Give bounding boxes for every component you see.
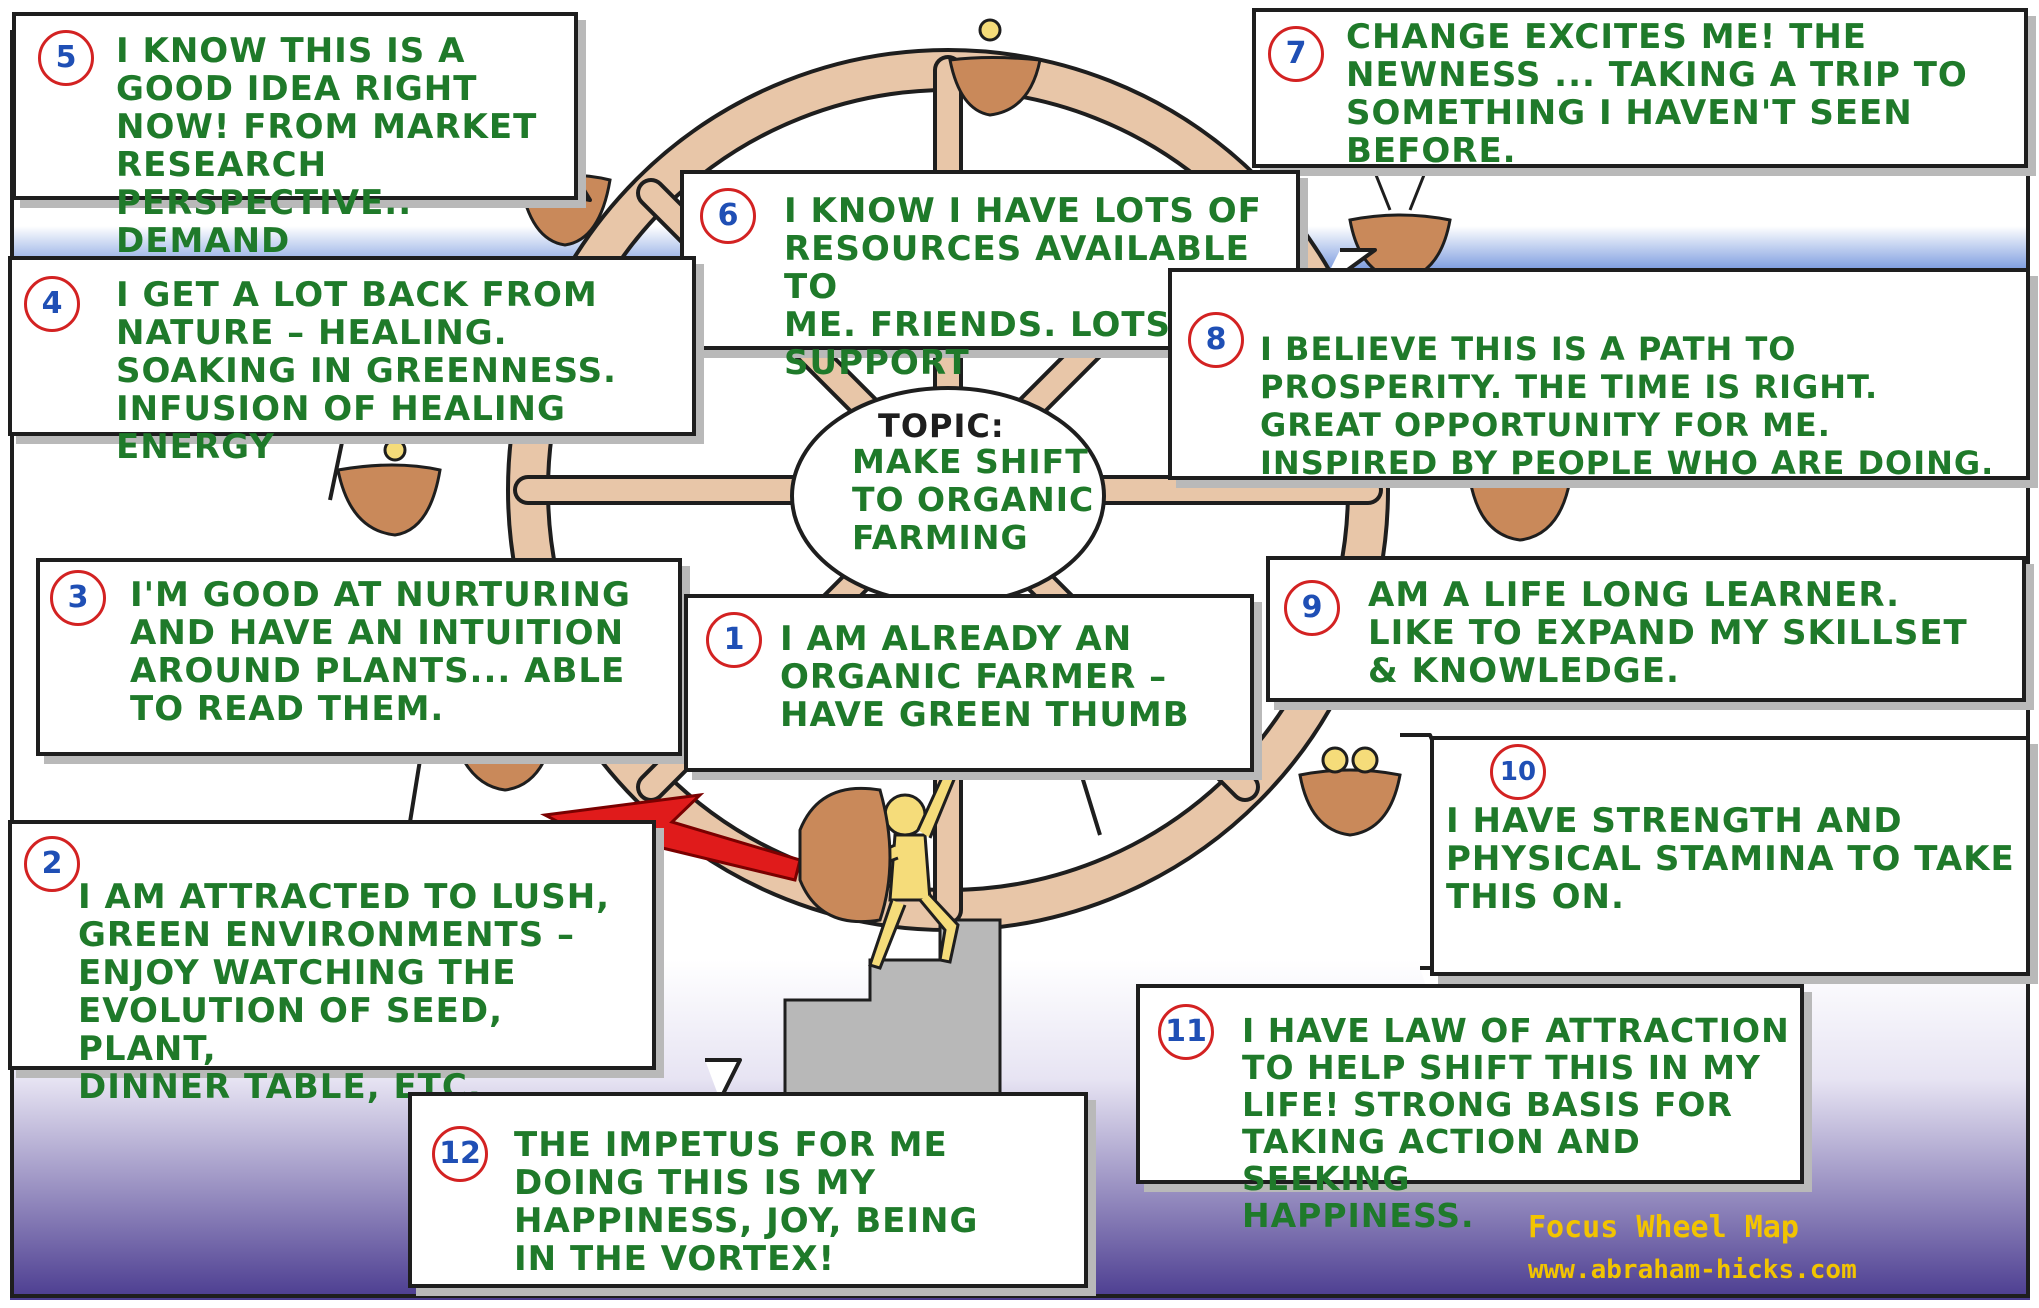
statement-text-11: I HAVE LAW OF ATTRACTION TO HELP SHIFT T… [1242, 1011, 1790, 1235]
statement-bubble-8: 8 I BELIEVE THIS IS A PATH TO PROSPERITY… [1168, 268, 2030, 482]
statement-bubble-10: 10 I HAVE STRENGTH AND PHYSICAL STAMINA … [1430, 736, 2030, 976]
topic-label: TOPIC: [878, 407, 1005, 445]
statement-number-12: 12 [432, 1126, 488, 1182]
statement-number-10: 10 [1490, 744, 1546, 800]
credit-url: www.abraham-hicks.com [1528, 1255, 1857, 1285]
credit-title: Focus Wheel Map [1528, 1210, 1799, 1245]
statement-number-1: 1 [706, 612, 762, 668]
credit: Focus Wheel Map www.abraham-hicks.com [1528, 1210, 1857, 1285]
statement-text-12: THE IMPETUS FOR ME DOING THIS IS MY HAPP… [514, 1125, 979, 1279]
basket-7 [1348, 213, 1452, 282]
statement-bubble-9: 9 AM A LIFE LONG LEARNER. LIKE TO EXPAND… [1266, 556, 2026, 702]
statement-number-4: 4 [24, 276, 80, 332]
statement-text-1: I AM ALREADY AN ORGANIC FARMER – HAVE GR… [780, 619, 1190, 735]
statement-number-5: 5 [38, 30, 94, 86]
statement-bubble-7: 7 CHANGE EXCITES ME! THE NEWNESS ... TAK… [1252, 8, 2028, 171]
statement-number-6: 6 [700, 188, 756, 244]
statement-text-6: I KNOW I HAVE LOTS OF RESOURCES AVAILABL… [784, 191, 1262, 383]
statement-bubble-5: 5 I KNOW THIS IS A GOOD IDEA RIGHT NOW! … [12, 12, 578, 260]
statement-number-7: 7 [1268, 26, 1324, 82]
topic-center: TOPIC: MAKE SHIFT TO ORGANIC FARMING [788, 385, 1106, 607]
basket-1-held [798, 786, 892, 924]
statement-text-3: I'M GOOD AT NURTURING AND HAVE AN INTUIT… [130, 575, 631, 729]
statement-number-8: 8 [1188, 312, 1244, 368]
statement-text-5: I KNOW THIS IS A GOOD IDEA RIGHT NOW! FR… [116, 31, 538, 261]
basket-4 [336, 463, 442, 537]
basket-top [948, 56, 1042, 117]
statement-number-11: 11 [1158, 1004, 1214, 1060]
person-figure [838, 757, 962, 970]
statement-text-7: CHANGE EXCITES ME! THE NEWNESS ... TAKIN… [1346, 17, 1968, 171]
statement-bubble-3: 3 I'M GOOD AT NURTURING AND HAVE AN INTU… [36, 558, 682, 756]
statement-bubble-2: 2 I AM ATTRACTED TO LUSH, GREEN ENVIRONM… [8, 820, 656, 1106]
basket-10 [1298, 768, 1402, 837]
statement-number-3: 3 [50, 570, 106, 626]
topic-text: MAKE SHIFT TO ORGANIC FARMING [852, 442, 1095, 557]
statement-text-4: I GET A LOT BACK FROM NATURE – HEALING. … [116, 275, 617, 467]
statement-number-9: 9 [1284, 580, 1340, 636]
statement-bubble-12: 12 THE IMPETUS FOR ME DOING THIS IS MY H… [408, 1092, 1088, 1288]
statement-text-10: I HAVE STRENGTH AND PHYSICAL STAMINA TO … [1446, 801, 2015, 917]
frame-border [10, 30, 2030, 1298]
statement-number-2: 2 [24, 836, 80, 892]
statement-bubble-1: 1 I AM ALREADY AN ORGANIC FARMER – HAVE … [684, 594, 1254, 772]
statement-bubble-11: 11 I HAVE LAW OF ATTRACTION TO HELP SHIF… [1136, 984, 1804, 1234]
statement-bubble-4: 4 I GET A LOT BACK FROM NATURE – HEALING… [8, 256, 696, 466]
statement-text-2: I AM ATTRACTED TO LUSH, GREEN ENVIRONMEN… [78, 877, 611, 1107]
statement-text-9: AM A LIFE LONG LEARNER. LIKE TO EXPAND M… [1368, 575, 1968, 691]
statement-text-8: I BELIEVE THIS IS A PATH TO PROSPERITY. … [1260, 330, 1995, 482]
